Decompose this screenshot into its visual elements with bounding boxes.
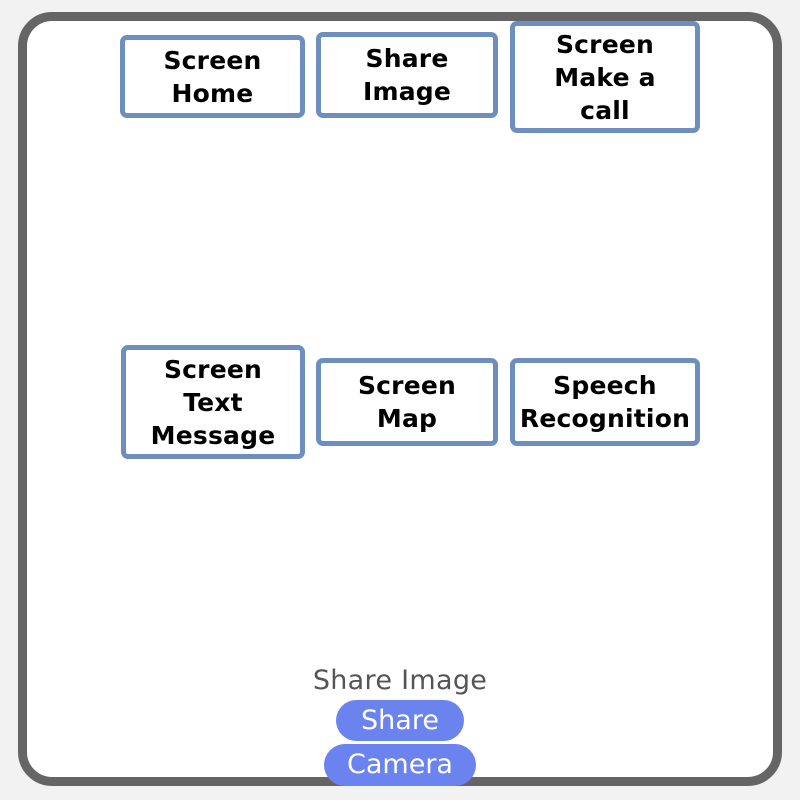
share-action-share[interactable]: Share: [336, 700, 464, 741]
share-sheet: Share Image Share Camera: [0, 665, 800, 786]
node-share-image-label: Share Image: [362, 44, 452, 106]
share-action-camera-label: Camera: [347, 749, 453, 780]
node-screen-home[interactable]: Screen Home: [120, 35, 305, 118]
node-speech-recognition[interactable]: Speech Recognition: [510, 358, 700, 446]
share-sheet-title: Share Image: [312, 665, 488, 696]
node-screen-text-message-label: Screen Text Message: [150, 354, 276, 450]
node-screen-map-label: Screen Map: [357, 371, 457, 433]
node-speech-recognition-label: Speech Recognition: [519, 371, 691, 433]
node-screen-map[interactable]: Screen Map: [316, 358, 498, 446]
share-action-camera[interactable]: Camera: [324, 744, 476, 786]
node-share-image[interactable]: Share Image: [316, 32, 498, 118]
share-action-share-label: Share: [361, 704, 439, 736]
node-screen-home-label: Screen Home: [163, 45, 262, 108]
node-screen-make-a-call-label: Screen Make a call: [554, 29, 656, 125]
node-screen-text-message[interactable]: Screen Text Message: [121, 345, 305, 459]
node-screen-make-a-call[interactable]: Screen Make a call: [510, 21, 700, 133]
